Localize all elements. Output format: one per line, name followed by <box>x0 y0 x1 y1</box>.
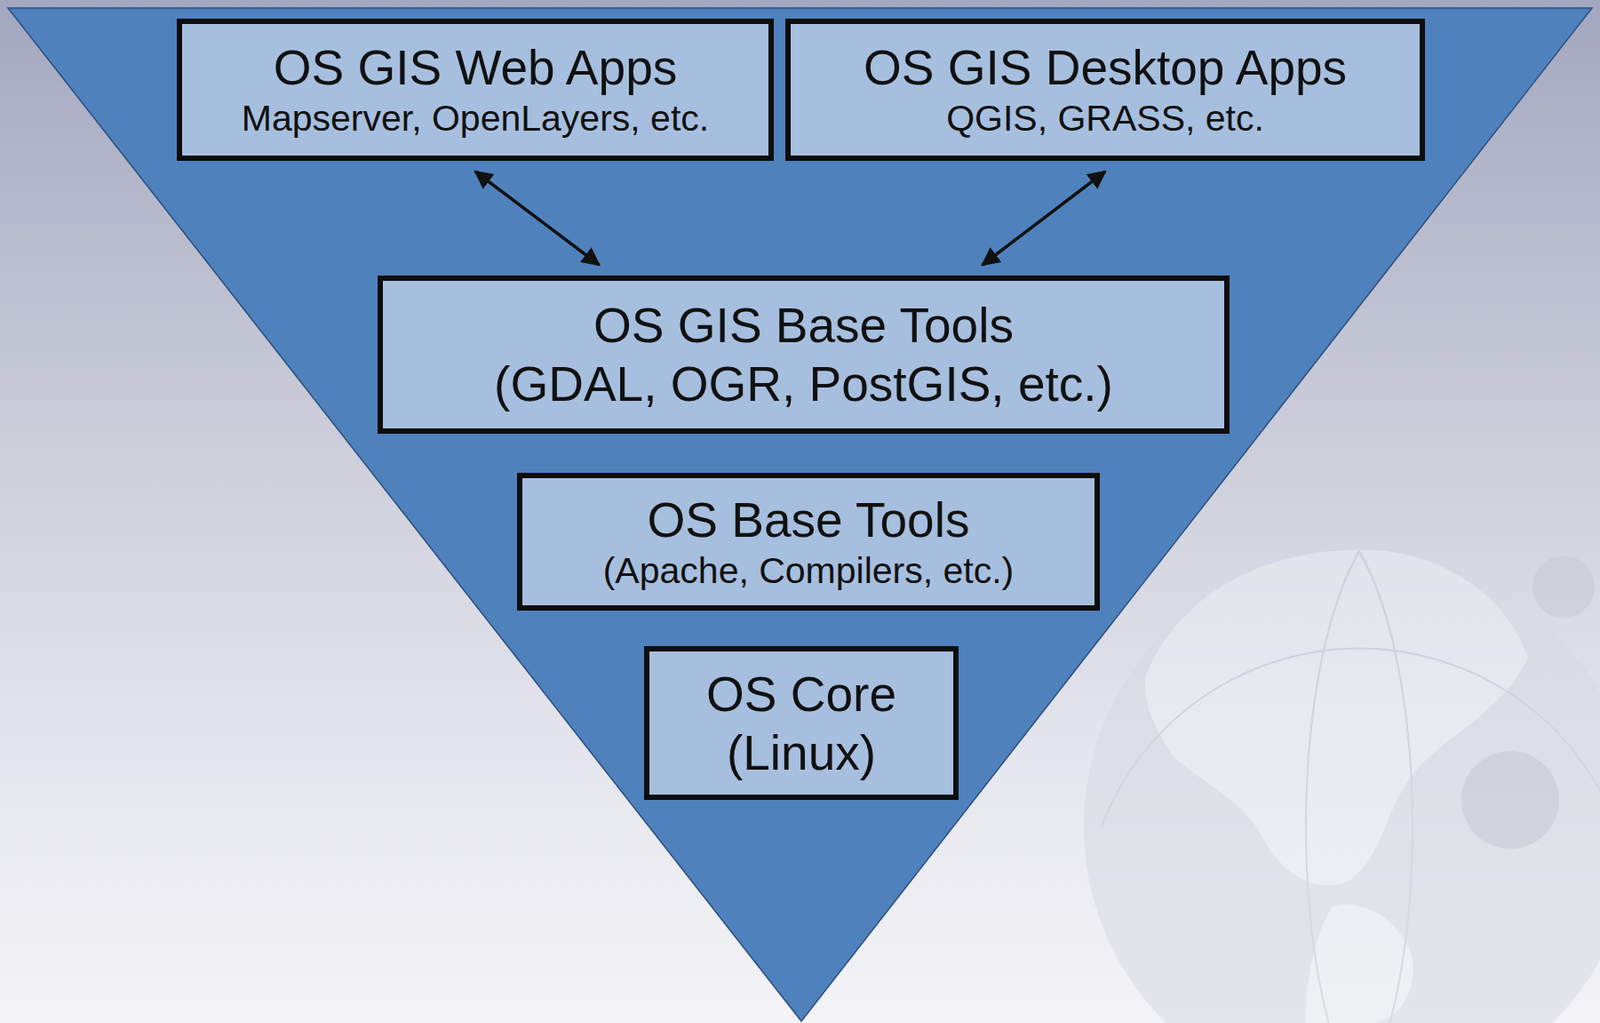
inverted-triangle <box>7 7 1593 1021</box>
layer-title: OS Core <box>706 664 897 724</box>
double-arrow <box>475 171 599 265</box>
layer-title: OS GIS Base Tools <box>593 295 1014 355</box>
layer-examples: QGIS, GRASS, etc. <box>946 96 1265 141</box>
layer-title: OS GIS Desktop Apps <box>863 38 1347 97</box>
layer-box: OS GIS Desktop AppsQGIS, GRASS, etc. <box>785 18 1425 161</box>
layer-examples: Mapserver, OpenLayers, etc. <box>241 96 709 141</box>
layer-box: OS GIS Base Tools(GDAL, OGR, PostGIS, et… <box>377 275 1230 434</box>
layer-examples: (Linux) <box>726 723 876 782</box>
layer-examples: (GDAL, OGR, PostGIS, etc.) <box>493 354 1114 414</box>
layer-examples: (Apache, Compilers, etc.) <box>603 549 1015 593</box>
double-arrow <box>982 171 1106 265</box>
layer-box: OS GIS Web AppsMapserver, OpenLayers, et… <box>176 18 774 161</box>
layer-title: OS GIS Web Apps <box>273 38 677 97</box>
layer-box: OS Base Tools(Apache, Compilers, etc.) <box>517 472 1100 611</box>
layer-title: OS Base Tools <box>647 490 971 550</box>
globe-illustration <box>1083 549 1600 1023</box>
layer-box: OS Core(Linux) <box>644 645 959 800</box>
